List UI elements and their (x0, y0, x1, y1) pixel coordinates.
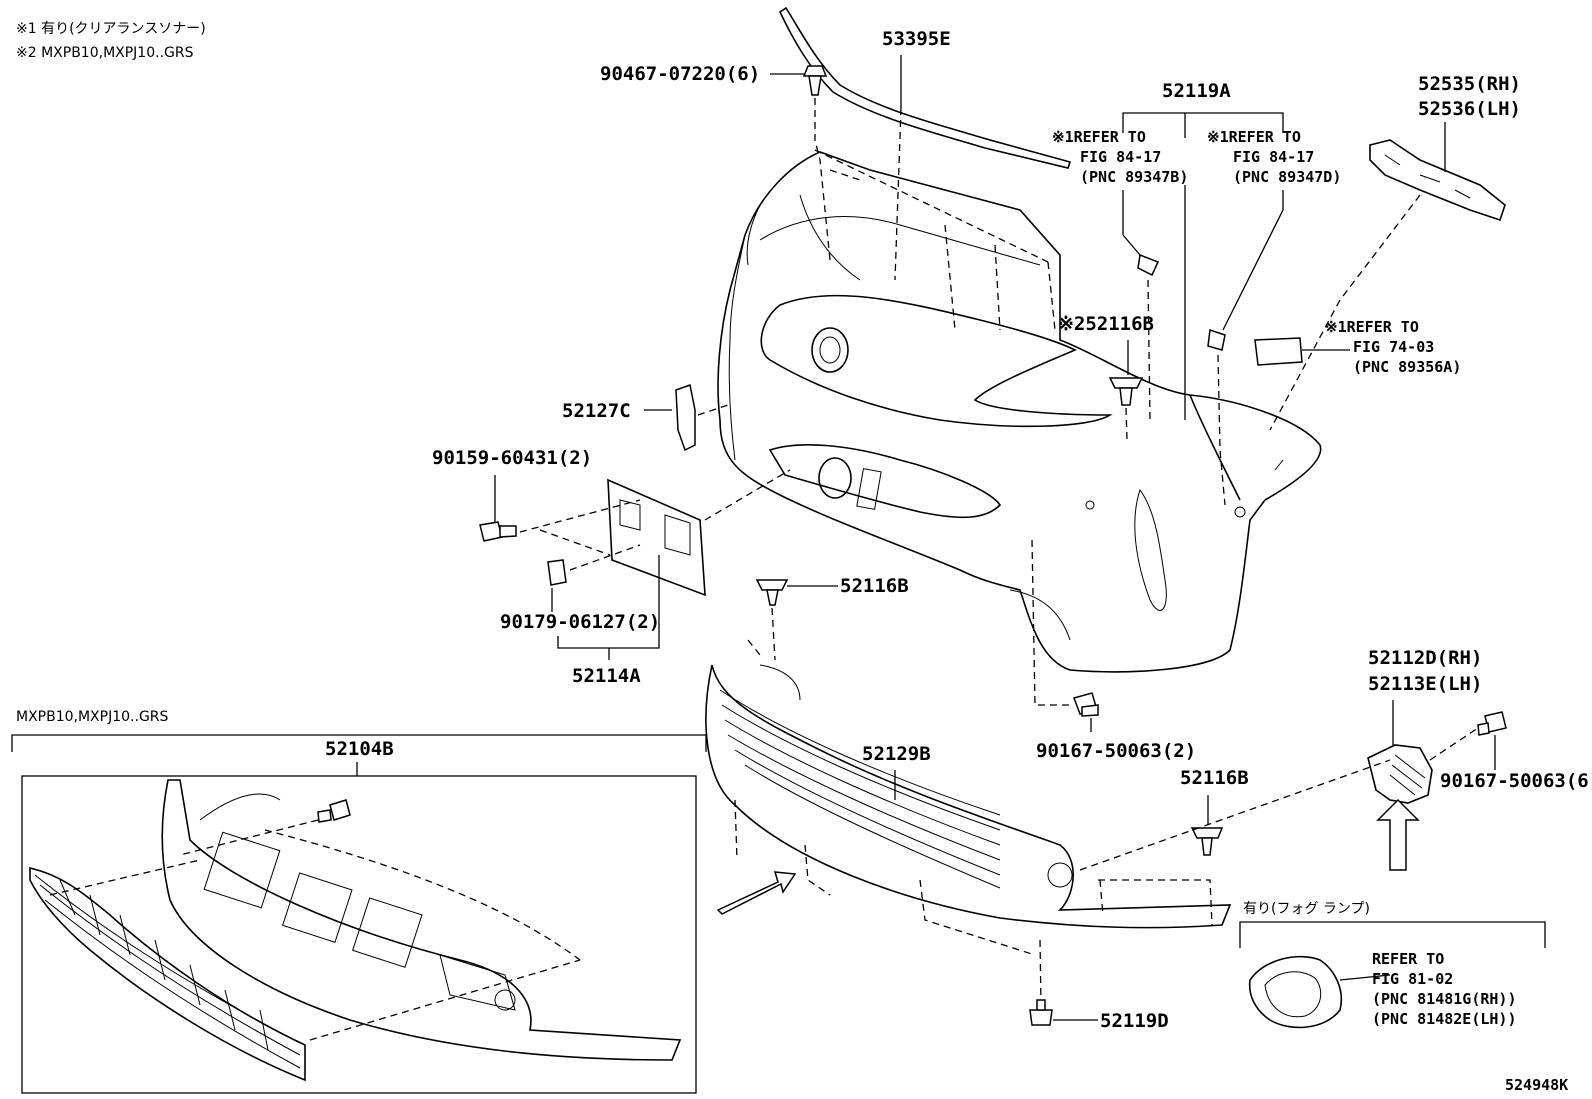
clip-52116b-top (1108, 377, 1144, 406)
label-90467: 90467-07220(6) (600, 63, 760, 85)
fog-lamp (1248, 955, 1342, 1029)
license-plate-bracket (607, 478, 706, 597)
clip-52116b-mid (755, 579, 789, 606)
label-52116b-low: 52116B (1180, 767, 1249, 789)
label-52119d: 52119D (1100, 1010, 1169, 1032)
bolt-90167-right (1477, 711, 1507, 736)
side-retainer-bracket (1369, 139, 1506, 222)
label-90167-right: 90167-50063(6) (1440, 770, 1592, 792)
fog-ref-line4: (PNC 81482E(LH)) (1372, 1010, 1517, 1028)
ref-84-17-b-line1: ※1REFER TO (1052, 128, 1146, 146)
label-52113e: 52113E(LH) (1368, 673, 1482, 695)
label-90159: 90159-60431(2) (432, 447, 592, 469)
label-52119a: 52119A (1162, 80, 1231, 102)
ref-84-17-d-line3: (PNC 89347D) (1233, 168, 1341, 186)
clip-52116b-low (1190, 827, 1224, 856)
up-arrow (1376, 798, 1420, 871)
box-bracket (11, 734, 707, 752)
label-52116b-top: ※252116B (1058, 313, 1154, 335)
ref-84-17-d-line2: FIG 84-17 (1233, 148, 1314, 166)
label-90167-left: 90167-50063(2) (1036, 740, 1196, 762)
note-2: ※2 MXPB10,MXPJ10..GRS (16, 45, 194, 61)
label-90179: 90179-06127(2) (500, 611, 660, 633)
label-52129b: 52129B (862, 743, 931, 765)
ref-74-03-line3: (PNC 89356A) (1353, 358, 1461, 376)
figure-id: 524948K (1505, 1076, 1568, 1094)
grille-assembly-52104b (29, 779, 682, 1082)
grille-assembly-box (21, 775, 697, 1094)
bolt-90167-left (1073, 692, 1099, 717)
bolt-52119d (1029, 999, 1053, 1026)
label-52536: 52536(LH) (1418, 98, 1521, 120)
box-heading: MXPB10,MXPJ10..GRS (16, 709, 169, 725)
label-52127c: 52127C (562, 400, 631, 422)
bolt-in-box (317, 799, 351, 823)
ref-74-03-line2: FIG 74-03 (1353, 338, 1434, 356)
fog-bracket (1239, 921, 1546, 948)
fog-cover-52112d (1367, 744, 1433, 804)
fog-ref-line2: FIG 81-02 (1372, 970, 1453, 988)
nut-90179 (547, 559, 567, 586)
bumper-cover (717, 151, 1322, 673)
lower-grille-52129b (705, 664, 1232, 929)
ref-84-17-d-line1: ※1REFER TO (1207, 128, 1301, 146)
ref-84-17-b-line3: (PNC 89347B) (1080, 168, 1188, 186)
clip-90467 (802, 65, 828, 96)
label-53395e: 53395E (882, 28, 951, 50)
label-52114a: 52114A (572, 665, 641, 687)
ref-74-03-line1: ※1REFER TO (1325, 318, 1419, 336)
bolt-90159 (479, 521, 517, 542)
note-1: ※1 有り(クリアランスソナー) (16, 21, 206, 37)
fog-ref-line3: (PNC 81481G(RH)) (1372, 990, 1517, 1008)
label-52535: 52535(RH) (1418, 73, 1521, 95)
ref-84-17-b-line2: FIG 84-17 (1080, 148, 1161, 166)
label-52116b-mid: 52116B (840, 575, 909, 597)
label-52112d: 52112D(RH) (1368, 647, 1482, 669)
fog-heading: 有り(フォグ ランプ) (1243, 901, 1370, 917)
fog-ref-line1: REFER TO (1372, 950, 1444, 968)
label-52104b: 52104B (325, 738, 394, 760)
direction-arrow (716, 871, 797, 915)
